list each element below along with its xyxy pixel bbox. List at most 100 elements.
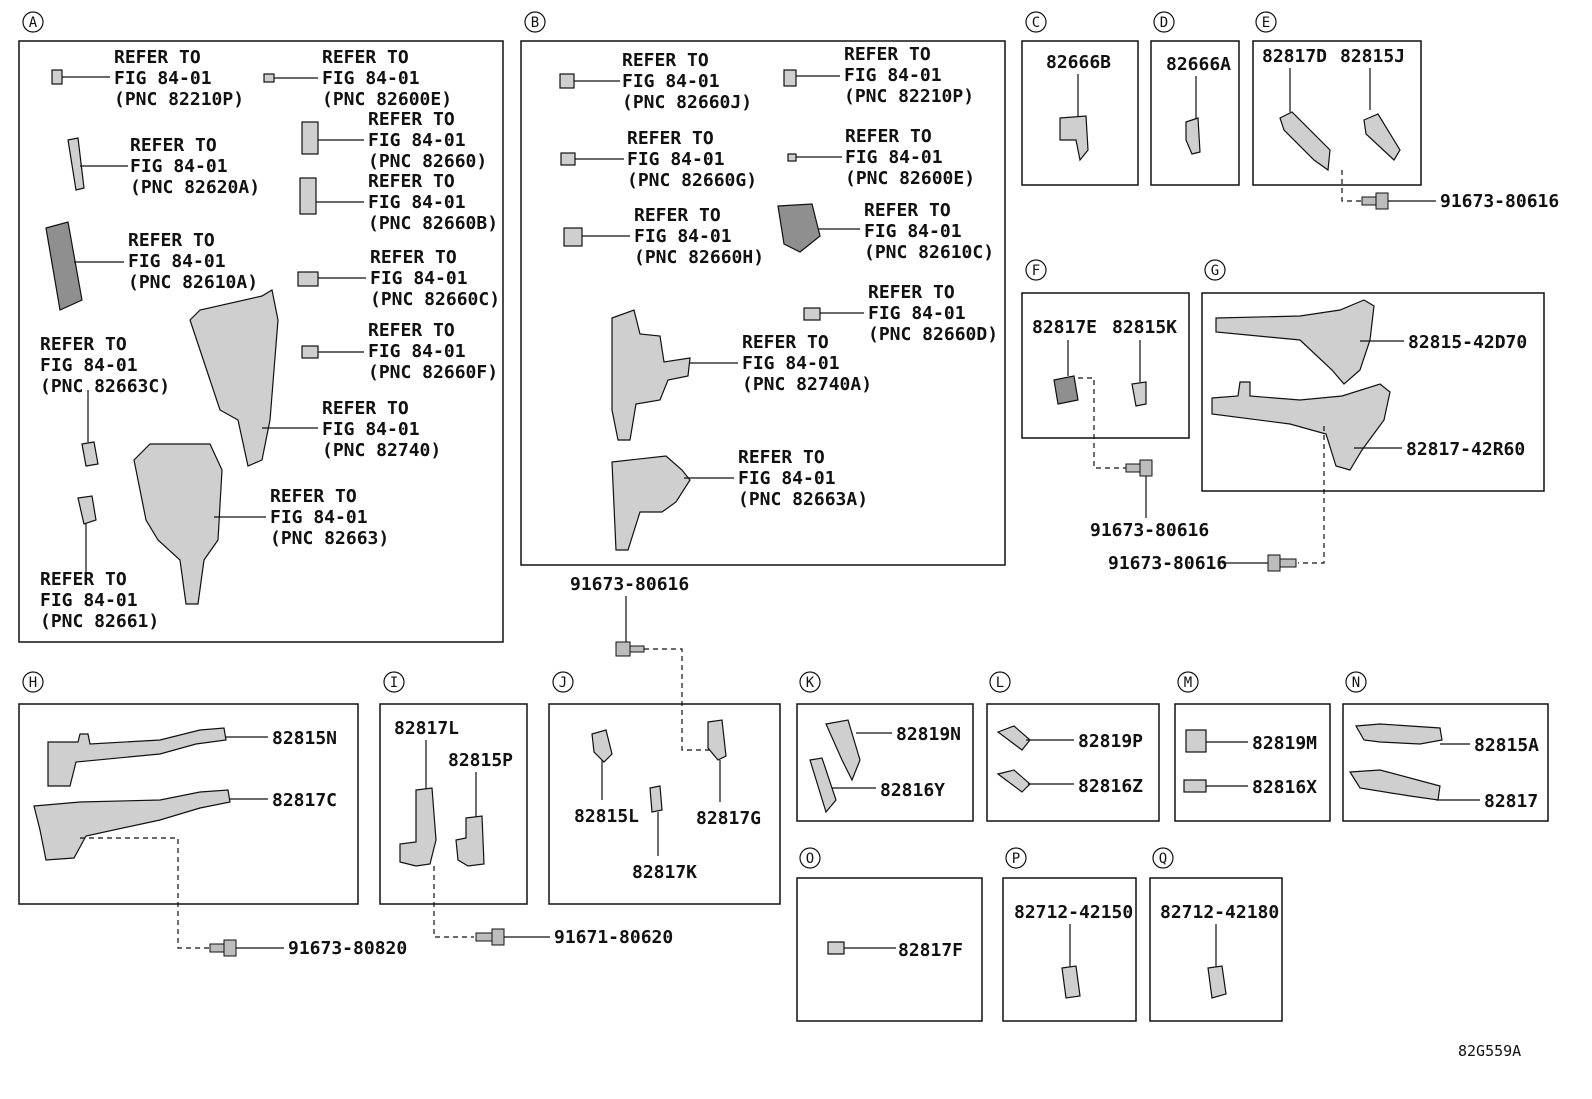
part-82660f-drawing <box>301 345 319 359</box>
part-82815a-label: 82815A <box>1474 735 1539 756</box>
bolt-h-drawing <box>209 939 237 957</box>
part-82815j-drawing <box>1363 113 1401 161</box>
refer-a10-pnc: (PNC 82740) <box>322 440 441 461</box>
section-p-box <box>1002 877 1137 1022</box>
section-g-content: 82815-42D70 82817-42R60 91673-80616 <box>1108 299 1527 574</box>
refer-a5-line2: FIG 84-01 <box>368 192 466 213</box>
part-82712-42180-label: 82712-42180 <box>1160 902 1279 923</box>
section-b-marker: B <box>524 11 546 33</box>
part-82816z-drawing <box>996 769 1031 793</box>
part-82815k-label: 82815K <box>1112 317 1177 338</box>
svg-text:M: M <box>1184 675 1192 691</box>
refer-a7-line2: FIG 84-01 <box>370 268 468 289</box>
refer-a11-line1: REFER TO <box>270 486 357 507</box>
section-b-box <box>520 40 1006 566</box>
refer-a9-pnc: (PNC 82660F) <box>368 362 498 383</box>
part-82819m-drawing <box>1185 729 1207 753</box>
section-h-content: 82815N 82817C 91673-80820 <box>33 727 407 959</box>
part-82210p-drawing <box>51 69 63 85</box>
section-d-box <box>1150 40 1240 186</box>
svg-text:E: E <box>1262 15 1270 31</box>
part-82817g-label: 82817G <box>696 808 761 829</box>
refer-b2-pnc: (PNC 82210P) <box>844 86 974 107</box>
section-f-box <box>1021 292 1190 439</box>
section-q-box <box>1149 877 1283 1022</box>
refer-b4-line1: REFER TO <box>845 126 932 147</box>
bolt-i-drawing <box>475 928 505 946</box>
section-i-marker: I <box>383 671 405 693</box>
section-a-box <box>18 40 504 643</box>
refer-a11-line2: FIG 84-01 <box>270 507 368 528</box>
refer-b9-pnc: (PNC 82663A) <box>738 489 868 510</box>
refer-a3-line1: REFER TO <box>130 135 217 156</box>
section-o-content: 82817F <box>827 940 963 961</box>
svg-text:P: P <box>1012 851 1020 867</box>
svg-text:B: B <box>531 15 539 31</box>
bolt-e-label: 91673-80616 <box>1440 191 1559 212</box>
refer-a1-line1: REFER TO <box>114 47 201 68</box>
section-a-content: REFER TO FIG 84-01 (PNC 82210P) REFER TO… <box>40 47 500 632</box>
section-l-marker: L <box>989 671 1011 693</box>
part-82817-label: 82817 <box>1484 791 1538 812</box>
refer-b1-pnc: (PNC 82660J) <box>622 92 752 113</box>
refer-b2-line2: FIG 84-01 <box>844 65 942 86</box>
refer-a5-line1: REFER TO <box>368 171 455 192</box>
part-82740-drawing <box>189 289 279 467</box>
part-82660d-drawing <box>803 307 821 321</box>
part-82817-42r60-drawing <box>1211 381 1391 471</box>
bolt-i-label: 91671-80620 <box>554 927 673 948</box>
part-82816y-drawing <box>809 757 837 814</box>
section-j-content: 82815L 82817K 82817G <box>574 719 761 883</box>
part-82663a-drawing <box>611 455 691 551</box>
part-82663-drawing <box>133 443 223 605</box>
refer-b6-line1: REFER TO <box>864 200 951 221</box>
part-82817c-drawing <box>33 789 231 861</box>
refer-a11-pnc: (PNC 82663) <box>270 528 389 549</box>
refer-a4-line1: REFER TO <box>368 109 455 130</box>
part-82660j-drawing <box>559 73 575 89</box>
svg-text:G: G <box>1211 263 1219 279</box>
part-82815-42d70-label: 82815-42D70 <box>1408 332 1527 353</box>
refer-a10-line1: REFER TO <box>322 398 409 419</box>
part-82610a-drawing <box>45 221 83 311</box>
refer-a9-line1: REFER TO <box>368 320 455 341</box>
refer-a7-line1: REFER TO <box>370 247 457 268</box>
part-82819n-drawing <box>825 719 861 782</box>
refer-a12-line1: REFER TO <box>40 569 127 590</box>
part-82817e-drawing <box>1053 375 1079 405</box>
section-o-marker: O <box>799 847 821 869</box>
part-82819m-label: 82819M <box>1252 733 1317 754</box>
bolt-b-label: 91673-80616 <box>570 574 689 595</box>
part-82712-42150-drawing <box>1061 965 1081 999</box>
svg-text:N: N <box>1352 675 1360 691</box>
svg-text:I: I <box>390 675 398 691</box>
part-82817-drawing <box>1348 769 1441 801</box>
refer-b2-line1: REFER TO <box>844 44 931 65</box>
part-82817d-drawing <box>1279 111 1331 172</box>
svg-text:L: L <box>996 675 1004 691</box>
part-82815n-label: 82815N <box>272 728 337 749</box>
refer-a8-pnc: (PNC 82663C) <box>40 376 170 397</box>
part-82661-drawing <box>77 495 97 525</box>
section-k-marker: K <box>799 671 821 693</box>
section-e-content: 82817D 82815J 91673-80616 <box>1262 46 1559 212</box>
section-a-marker: A <box>22 11 44 33</box>
section-h-marker: H <box>22 671 44 693</box>
part-82660c-drawing <box>297 271 319 287</box>
section-b-content: REFER TO FIG 84-01 (PNC 82660J) REFER TO… <box>559 44 998 751</box>
refer-a3-line2: FIG 84-01 <box>130 156 228 177</box>
part-82663c-drawing <box>81 441 99 467</box>
part-82666a-drawing <box>1185 117 1201 155</box>
part-82815p-drawing <box>455 815 485 867</box>
part-82815j-label: 82815J <box>1340 46 1405 67</box>
section-m-box <box>1174 703 1331 822</box>
refer-b5-line1: REFER TO <box>634 205 721 226</box>
svg-text:K: K <box>806 675 815 691</box>
bolt-f-drawing <box>1125 459 1153 477</box>
refer-a7-pnc: (PNC 82660C) <box>370 289 500 310</box>
part-82815p-label: 82815P <box>448 750 513 771</box>
bolt-f-label: 91673-80616 <box>1090 520 1209 541</box>
section-h-box <box>18 703 359 905</box>
bolt-e-drawing <box>1361 192 1389 210</box>
svg-text:J: J <box>559 675 567 691</box>
